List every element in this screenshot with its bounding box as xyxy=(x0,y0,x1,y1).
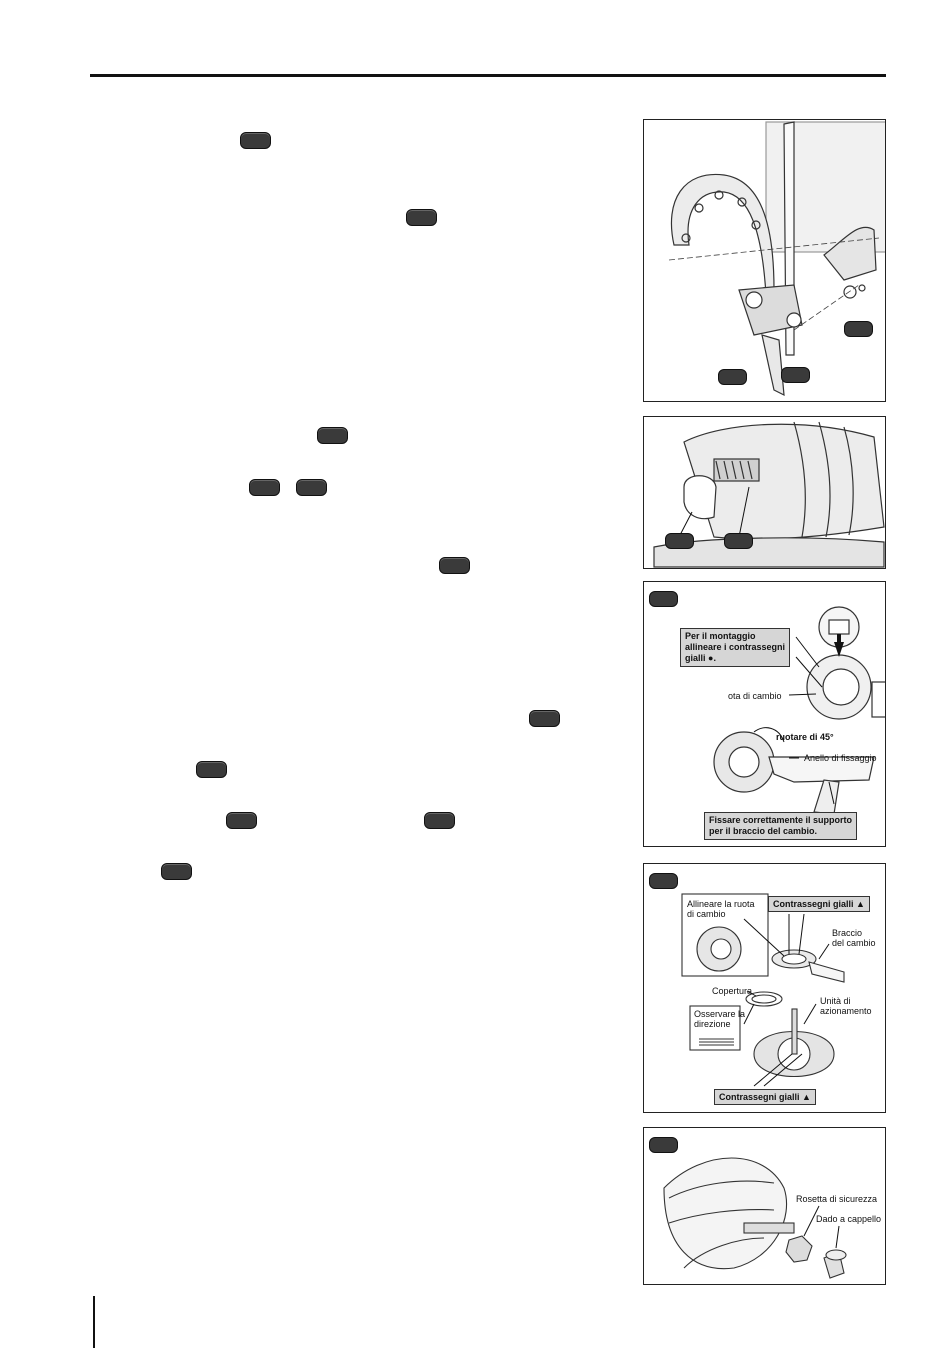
reference-badge xyxy=(406,209,437,226)
shift-arm-label: Braccio del cambio xyxy=(832,928,876,948)
reference-badge xyxy=(240,132,271,149)
callout-badge xyxy=(665,533,694,549)
mounting-note-line3: gialli ●. xyxy=(685,653,716,663)
callout-badge xyxy=(844,321,873,337)
retaining-ring-label: Anello di fissaggio xyxy=(804,753,877,763)
mounting-note-line2: allineare i contrassegni xyxy=(685,642,786,652)
drive-unit-drawing xyxy=(681,893,845,1087)
yellow-marks-bottom-label: Contrassegni gialli ▲ xyxy=(714,1089,816,1105)
drive-unit-line1: Unità di xyxy=(820,996,851,1006)
reference-badge xyxy=(317,427,348,444)
callout-badge xyxy=(781,367,810,383)
drive-unit-line2: azionamento xyxy=(820,1006,872,1016)
callout-badge xyxy=(649,873,678,889)
hub-closeup-drawing xyxy=(653,421,885,568)
yellow-marks-top-label: Contrassegni gialli ▲ xyxy=(768,896,870,912)
mounting-note-line1: Per il montaggio xyxy=(685,631,756,641)
callout-badge xyxy=(718,369,747,385)
mounting-note: Per il montaggio allineare i contrassegn… xyxy=(680,628,791,667)
callout-badge xyxy=(649,591,678,607)
observe-direction-line2: direzione xyxy=(694,1019,731,1029)
reference-badge xyxy=(249,479,280,496)
reference-badge xyxy=(439,557,470,574)
figure-brake-assembly xyxy=(643,119,886,402)
align-wheel-label: Allineare la ruota di cambio xyxy=(687,899,755,919)
reference-badge xyxy=(424,812,455,829)
axle-nut-drawing xyxy=(663,1157,847,1279)
gear-wheel-drawing xyxy=(713,606,885,815)
reference-badge xyxy=(161,863,192,880)
observe-direction-label: Osservare la direzione xyxy=(694,1009,745,1029)
reference-badge xyxy=(529,710,560,727)
figure-gear-wheel-mounting: Per il montaggio allineare i contrassegn… xyxy=(643,581,886,847)
rotate-label: ruotare di 45° xyxy=(776,732,834,742)
reference-badge xyxy=(196,761,227,778)
align-wheel-line2: di cambio xyxy=(687,909,726,919)
fixing-note-line2: per il braccio del cambio. xyxy=(709,826,818,836)
gear-wheel-label: ota di cambio xyxy=(728,691,782,701)
brake-assembly-drawing xyxy=(668,121,885,397)
drive-unit-label: Unità di azionamento xyxy=(820,996,872,1016)
align-wheel-line1: Allineare la ruota xyxy=(687,899,755,909)
footer-margin-rule xyxy=(93,1296,95,1348)
fixing-note-line1: Fissare correttamente il supporto xyxy=(709,815,853,825)
lock-washer-label: Rosetta di sicurezza xyxy=(796,1194,878,1204)
callout-badge xyxy=(724,533,753,549)
cap-nut-label: Dado a cappello xyxy=(816,1214,882,1224)
shift-arm-line2: del cambio xyxy=(832,938,876,948)
figure-axle-nut: Rosetta di sicurezza Dado a cappello xyxy=(643,1127,886,1285)
figure-hub-closeup xyxy=(643,416,886,569)
reference-badge xyxy=(226,812,257,829)
fixing-note: Fissare correttamente il supporto per il… xyxy=(704,812,858,840)
header-rule xyxy=(90,74,886,77)
shift-arm-line1: Braccio xyxy=(832,928,863,938)
reference-badge xyxy=(296,479,327,496)
callout-badge xyxy=(649,1137,678,1153)
observe-direction-line1: Osservare la xyxy=(694,1009,746,1019)
figure-drive-unit: Allineare la ruota di cambio Contrassegn… xyxy=(643,863,886,1113)
cover-label: Copertura xyxy=(712,986,753,996)
